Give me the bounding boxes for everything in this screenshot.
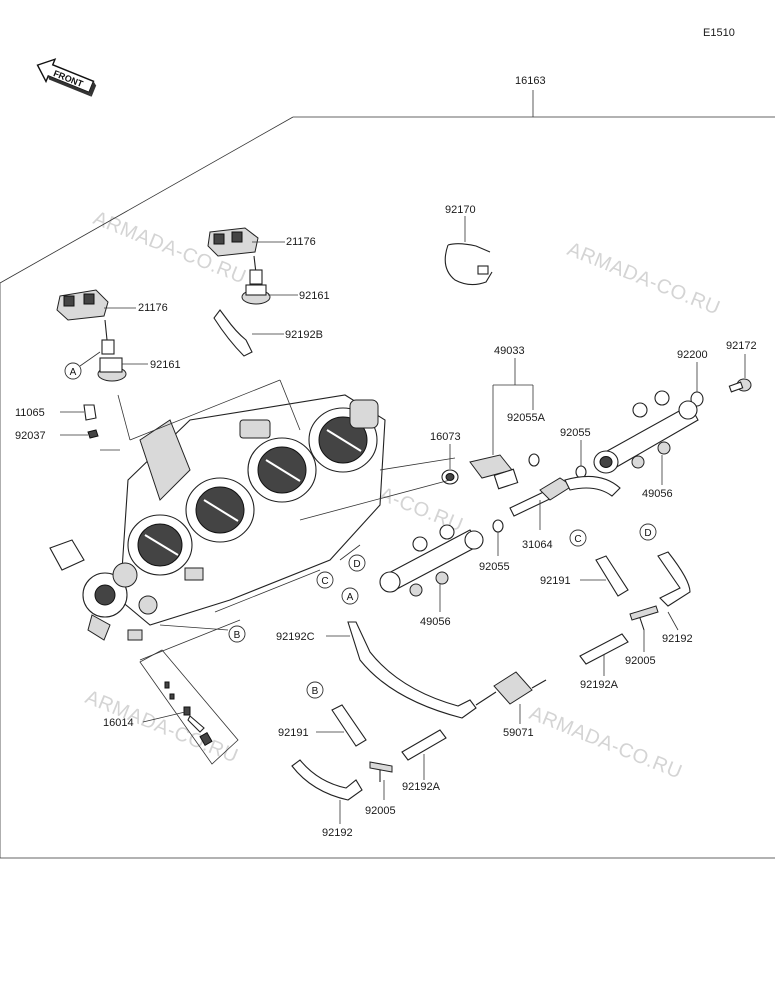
hose-92192-lower — [291, 759, 363, 824]
hose-92192a-lower — [401, 729, 447, 780]
svg-text:B: B — [234, 630, 241, 641]
tee-92005-upper — [629, 605, 659, 652]
sensor-21176-upper — [207, 227, 298, 357]
injector-49033 — [469, 358, 540, 490]
label-21176-upper: 21176 — [286, 236, 316, 248]
label-92192-lower: 92192 — [322, 827, 353, 839]
fuel-rail-right — [593, 390, 699, 485]
svg-text:B: B — [312, 686, 319, 697]
label-92172: 92172 — [726, 340, 757, 352]
label-92170: 92170 — [445, 204, 476, 216]
seals — [441, 362, 704, 556]
sensor-21176-lower: A — [56, 289, 148, 382]
label-92161-lower: 92161 — [150, 359, 181, 371]
label-92192c: 92192C — [276, 631, 315, 643]
label-49056-left: 49056 — [420, 616, 451, 628]
label-49056-right: 49056 — [642, 488, 673, 500]
label-92192a-upper: 92192A — [580, 679, 619, 691]
svg-text:D: D — [644, 528, 651, 539]
label-92037: 92037 — [15, 430, 46, 442]
clamp-92170 — [444, 216, 493, 286]
watermark: ARMADA-CO.RU — [526, 702, 685, 783]
fuel-line-31064 — [509, 475, 621, 530]
label-92200: 92200 — [677, 349, 708, 361]
hose-92192a-upper — [579, 633, 629, 676]
label-92005-upper: 92005 — [625, 655, 656, 667]
marker-d-upper: D — [348, 554, 366, 572]
label-92192b: 92192B — [285, 329, 323, 341]
svg-text:C: C — [574, 534, 581, 545]
kit-16014 — [139, 649, 239, 765]
fuel-rail-left — [379, 524, 484, 612]
assembly-outline: 16163 — [0, 75, 775, 859]
diagram-code: E1510 — [703, 27, 735, 39]
label-92055-left: 92055 — [479, 561, 510, 573]
label-92161-upper: 92161 — [299, 290, 330, 302]
marker-a-label: A — [70, 367, 77, 378]
hose-92191-lower: B — [306, 681, 367, 747]
tee-92005-lower — [369, 761, 393, 800]
marker-a — [64, 362, 82, 380]
label-92192a-lower: 92192A — [402, 781, 441, 793]
svg-text:C: C — [321, 576, 328, 587]
small-parts-left — [60, 404, 99, 439]
label-92055a: 92055A — [507, 412, 546, 424]
label-92055-right: 92055 — [560, 427, 591, 439]
marker-c-upper: C — [316, 571, 334, 589]
hose-92191-upper: C — [569, 529, 629, 597]
label-92191-lower: 92191 — [278, 727, 309, 739]
label-92005-lower: 92005 — [365, 805, 396, 817]
label-16014: 16014 — [103, 717, 134, 729]
label-49033: 49033 — [494, 345, 525, 357]
label-21176-lower: 21176 — [138, 302, 168, 314]
svg-text:A: A — [347, 592, 354, 603]
valve-59071 — [475, 671, 547, 724]
watermark: ARMADA-CO.RU — [564, 238, 723, 319]
label-92191-upper: 92191 — [540, 575, 571, 587]
label-59071: 59071 — [503, 727, 534, 739]
bolt-92172 — [728, 354, 752, 393]
label-11065: 11065 — [15, 407, 45, 419]
front-arrow-icon: FRONT — [36, 58, 97, 97]
throttle-body-assembly — [49, 394, 386, 641]
hose-92192c: A — [326, 587, 477, 719]
assembly-number: 16163 — [515, 75, 546, 87]
label-16073: 16073 — [430, 431, 461, 443]
hose-92192-right: D — [639, 523, 691, 631]
label-31064: 31064 — [522, 539, 553, 551]
svg-text:D: D — [353, 559, 360, 570]
label-92192-right: 92192 — [662, 633, 693, 645]
marker-b-upper: B — [228, 625, 246, 643]
